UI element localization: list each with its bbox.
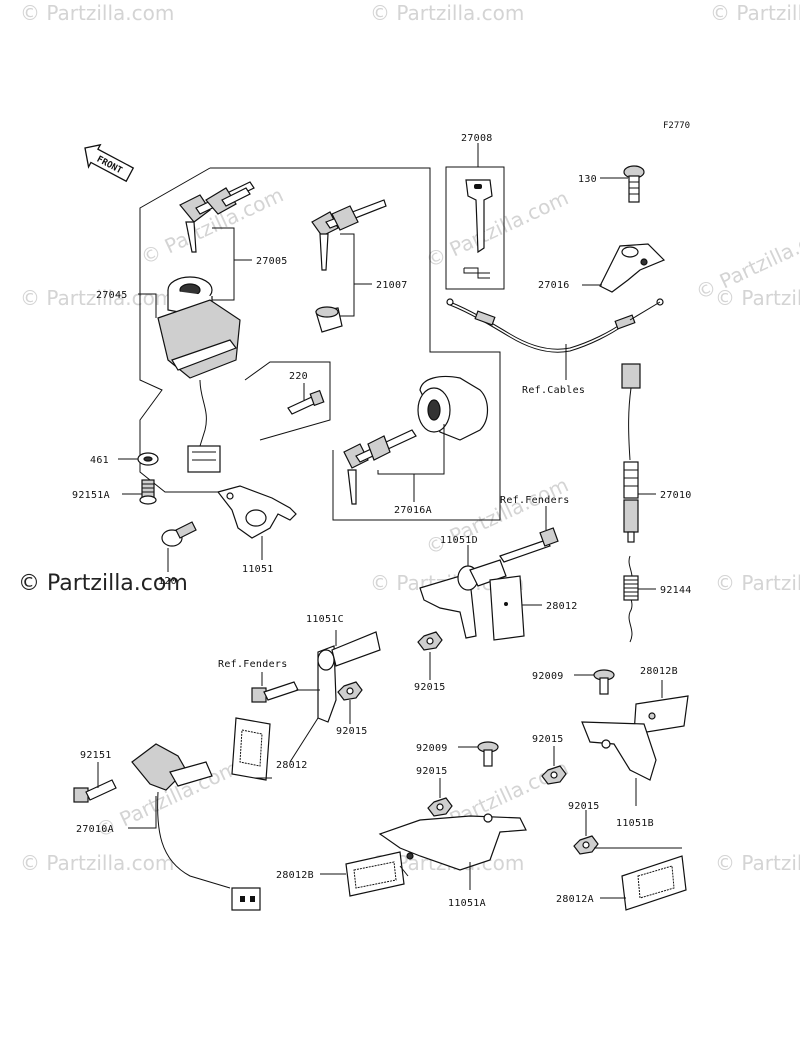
ref-label: Ref.Cables [522, 385, 585, 396]
bracket-11051a [378, 813, 527, 871]
nut-92015-c [541, 765, 567, 785]
bracket-11051b [581, 721, 657, 781]
watermark-text: © Partzilla.com [715, 851, 800, 875]
figure-code: F2770 [663, 121, 690, 131]
watermark-text: © Partzilla.com [20, 851, 174, 875]
part-label: 92015 [336, 726, 368, 737]
watermark-text: © Partzilla.com [370, 1, 524, 25]
pad-28012-a [489, 575, 525, 641]
part-label: 28012A [556, 894, 594, 905]
bolt-120 [161, 521, 197, 547]
part-label: 92151A [72, 490, 110, 501]
part-label: 28012 [276, 760, 308, 771]
bolt-fender-1 [499, 527, 559, 563]
bracket-11051c [317, 631, 381, 723]
group-outline-left [139, 167, 232, 493]
part-label: 11051A [448, 898, 486, 909]
bolt-220 [287, 389, 325, 415]
part-label: 11051 [242, 564, 274, 575]
part-label: 461 [90, 455, 109, 466]
part-label: 92015 [416, 766, 448, 777]
part-label: 27010 [660, 490, 692, 501]
part-label: 220 [289, 371, 308, 382]
bracket-11051 [216, 485, 297, 539]
ref-label: Ref.Fenders [218, 659, 288, 670]
part-label: 92015 [568, 801, 600, 812]
screw-92009-a [593, 669, 615, 695]
nut-92015-b [337, 681, 363, 701]
part-label: 130 [578, 174, 597, 185]
blank-key-27008 [463, 179, 493, 279]
part-label: 92009 [416, 743, 448, 754]
part-label: 27045 [96, 290, 128, 301]
part-label: 27005 [256, 256, 288, 267]
part-label: 11051D [440, 535, 478, 546]
bolt-fender-2 [251, 681, 299, 703]
bolt-130 [623, 165, 645, 203]
nut-92015-a [417, 631, 443, 651]
reflector-28012-b [231, 717, 271, 781]
part-label: 27016A [394, 505, 432, 516]
watermark-large: © Partzilla.com [18, 571, 188, 596]
part-label: 120 [158, 576, 177, 587]
part-label: 11051C [306, 614, 344, 625]
part-label: 28012B [640, 666, 678, 677]
cable-bracket-27016 [599, 243, 666, 293]
switch-27010 [621, 363, 641, 543]
watermark-text: © Partzilla.com [715, 286, 800, 310]
part-label: 21007 [376, 280, 408, 291]
part-label: 92144 [660, 585, 692, 596]
part-label: 92009 [532, 671, 564, 682]
part-label: 92015 [532, 734, 564, 745]
keys-21007 [311, 199, 387, 333]
part-labels: 27008 130 27005 27045 21007 27016 Ref.Ca… [72, 133, 692, 909]
part-label: 92015 [414, 682, 446, 693]
part-label: 28012 [546, 601, 578, 612]
screw-92151a [139, 479, 157, 505]
part-label: 27016 [538, 280, 570, 291]
nut-92015-e [573, 835, 599, 855]
part-label: 28012B [276, 870, 314, 881]
part-label: 11051B [616, 818, 654, 829]
bracket-11051d [419, 559, 507, 639]
group-outline-inner [244, 361, 331, 441]
watermark-text: © Partzilla.com [20, 286, 174, 310]
switch-27010a [131, 743, 261, 911]
pad-28012b-b [345, 851, 405, 897]
bolt-92151 [73, 779, 117, 803]
watermark-text: © Partzilla.com [20, 1, 174, 25]
front-arrow-icon: FRONT [84, 143, 135, 183]
group-outline [210, 167, 501, 521]
seat-lock-27016a [343, 375, 489, 505]
part-label: 27008 [461, 133, 493, 144]
ref-label: Ref.Fenders [500, 495, 570, 506]
keys-27005 [179, 181, 255, 253]
nut-92015-d [427, 797, 453, 817]
cables [446, 298, 664, 353]
watermark-text: © Partzilla.com [710, 1, 800, 25]
spring-92144 [623, 555, 639, 643]
key-box [445, 166, 505, 290]
part-label: 27010A [76, 824, 114, 835]
part-label: 92151 [80, 750, 112, 761]
watermark-text: © Partzilla.com [715, 571, 800, 595]
reflector-28012a [621, 855, 687, 911]
leader-lines [97, 143, 682, 899]
watermark-text: © Partzilla.com [422, 186, 572, 273]
screw-92009-b [477, 741, 499, 767]
ignition-switch [157, 276, 241, 473]
